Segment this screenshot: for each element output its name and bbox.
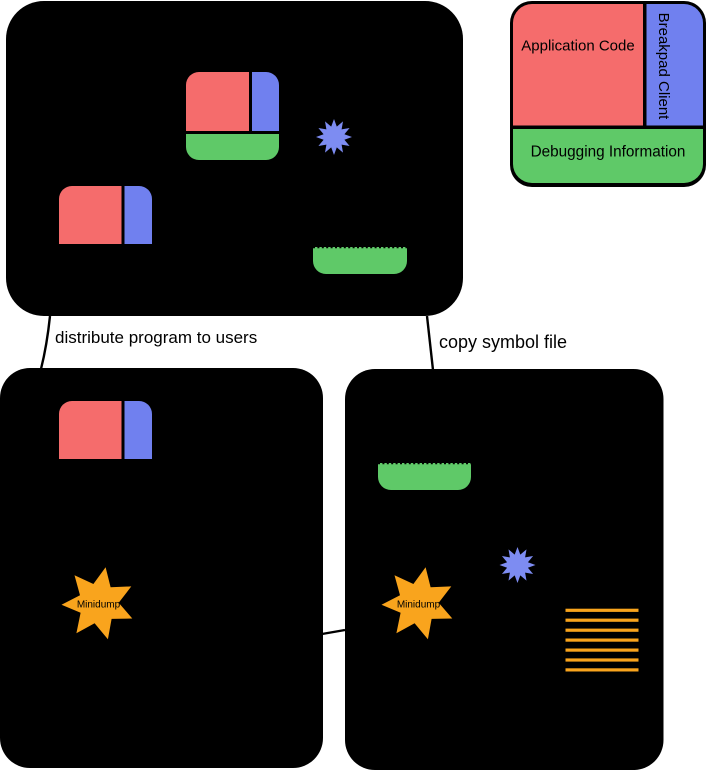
svg-text:copy symbol file: copy symbol file (439, 332, 567, 352)
svg-text:Minidump: Minidump (77, 600, 121, 611)
svg-text:distribute program to users: distribute program to users (55, 328, 257, 347)
svg-text:Breakpad Client: Breakpad Client (655, 13, 672, 121)
svg-text:Application Code: Application Code (521, 38, 634, 55)
svg-text:Debugging Information: Debugging Information (531, 143, 686, 160)
svg-text:Minidump: Minidump (397, 600, 441, 611)
